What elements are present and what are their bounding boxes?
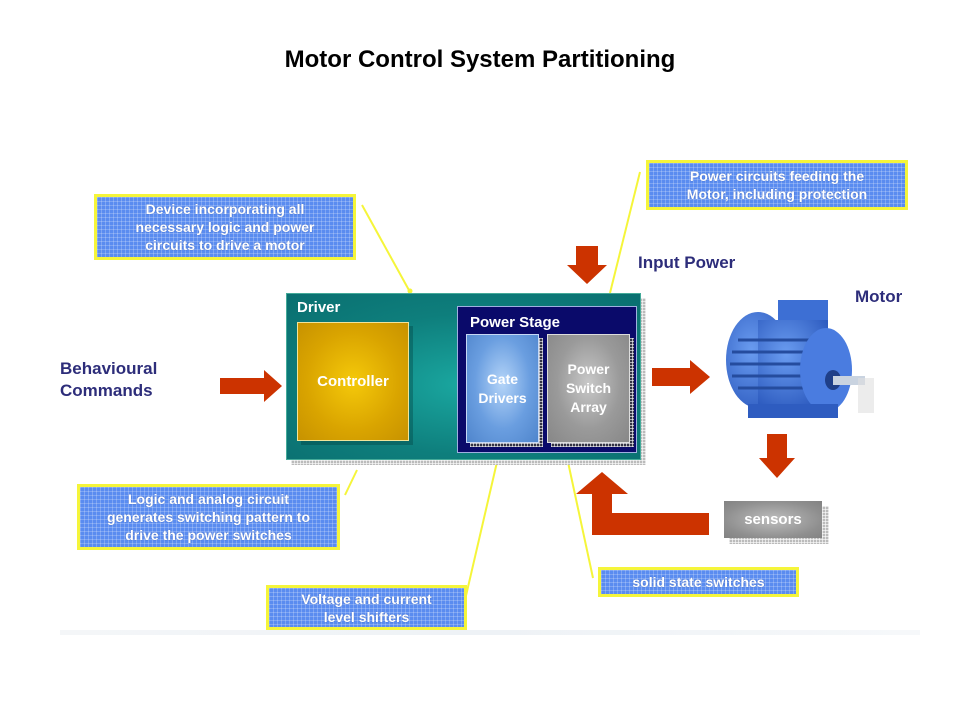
callout-solid-state: solid state switches [598, 567, 799, 597]
callout-device: Device incorporating all necessary logic… [94, 194, 356, 260]
power-switch-array-block: Power Switch Array [547, 334, 630, 443]
leader-line-solid-state [567, 461, 594, 579]
motor-label: Motor [855, 287, 903, 306]
arrow-to-motor [652, 360, 710, 394]
gate-drivers-block: Gate Drivers [466, 334, 539, 443]
callout-level-shifters: Voltage and current level shifters [266, 585, 467, 630]
behavioural-commands-label: Behavioural Commands [60, 359, 158, 400]
arrow-motor-to-sensors [759, 434, 795, 478]
callout-power-circuits: Power circuits feeding the Motor, includ… [646, 160, 908, 210]
driver-title: Driver [297, 299, 341, 316]
input-power-label: Input Power [638, 253, 736, 272]
page-title: Motor Control System Partitioning [284, 46, 676, 73]
motor-icon [726, 300, 874, 418]
sensors-block: sensors [724, 501, 822, 538]
leader-line-device [361, 204, 411, 293]
power-stage-title: Power Stage [470, 314, 561, 331]
arrow-input-power [567, 246, 607, 284]
leader-line-logic [344, 469, 358, 496]
controller-block: Controller [297, 322, 409, 441]
arrow-feedback-sensors [576, 472, 709, 535]
leader-line-level-shifters [464, 461, 498, 601]
footer-band [60, 630, 920, 635]
callout-logic-analog: Logic and analog circuit generates switc… [77, 484, 340, 550]
arrow-commands-to-driver [220, 370, 282, 402]
leader-dot-device [407, 288, 413, 294]
leader-line-power-circuits [609, 171, 641, 294]
